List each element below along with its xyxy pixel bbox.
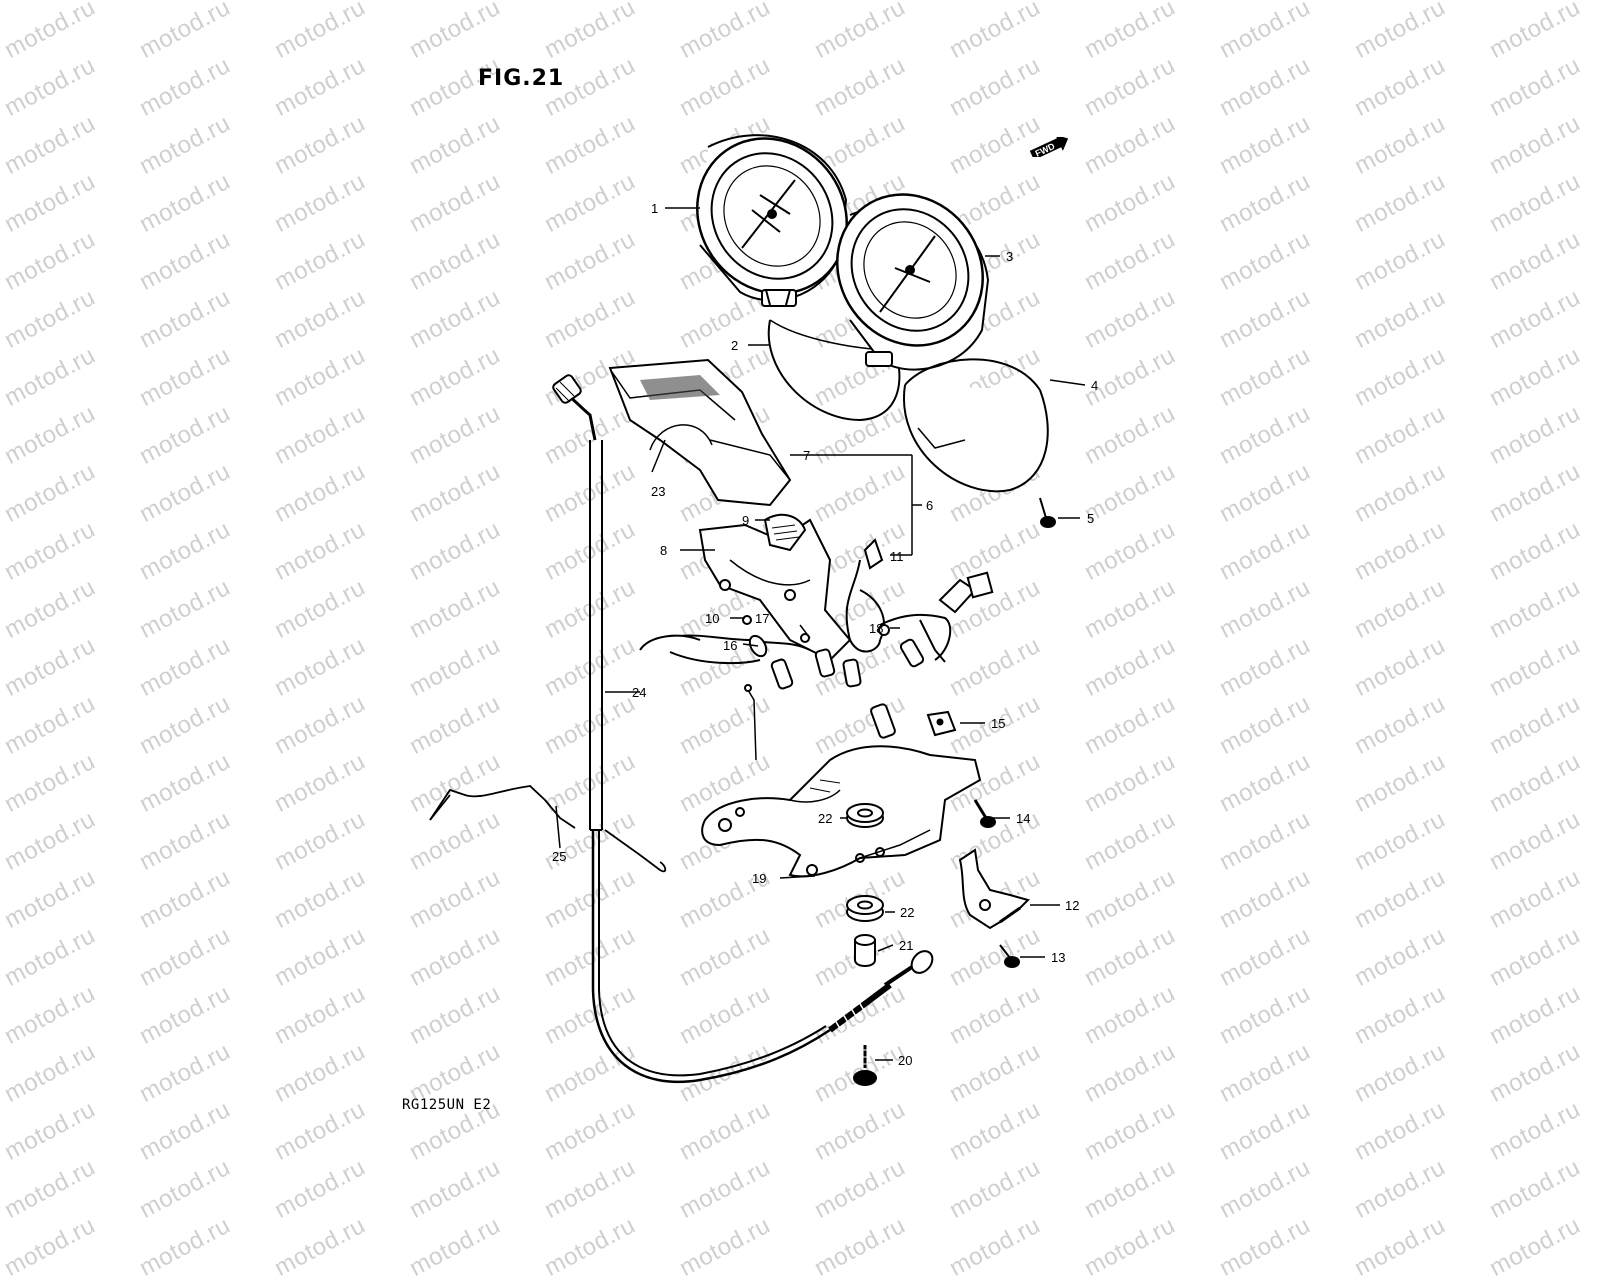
tachometer-case	[902, 358, 1049, 493]
callout-21: 21	[899, 938, 914, 953]
callout-5: 5	[1087, 511, 1095, 526]
watermark-text: motod.ru	[270, 1211, 370, 1282]
callout-24: 24	[632, 685, 647, 700]
meter-cover	[608, 358, 792, 507]
callout-18: 18	[869, 621, 884, 636]
watermark-text: motod.ru	[945, 1211, 1045, 1282]
bracket-12	[958, 848, 1030, 930]
bolt-14	[973, 799, 996, 828]
speedometer	[696, 134, 848, 307]
forward-arrow-icon: FWD	[1029, 137, 1069, 157]
wiring-harness	[639, 538, 994, 761]
callout-13: 13	[1051, 950, 1066, 965]
callout-2: 2	[731, 338, 739, 353]
speedometer-cable	[552, 374, 934, 1084]
watermark-text: motod.ru	[405, 1211, 505, 1282]
callout-10: 10	[705, 611, 720, 626]
watermark-text: motod.ru	[0, 1211, 100, 1282]
callout-17: 17	[755, 611, 770, 626]
meter-bracket	[701, 745, 982, 878]
callout-23: 23	[651, 484, 666, 499]
callout-15: 15	[991, 716, 1006, 731]
callout-11: 11	[890, 549, 904, 564]
grommet-22-lower	[846, 895, 884, 922]
callout-25: 25	[552, 849, 567, 864]
callout-16: 16	[723, 638, 738, 653]
callout-19: 19	[752, 871, 767, 886]
callout-22-upper: 22	[818, 811, 833, 826]
model-code: RG125UN E2	[402, 1097, 492, 1113]
clip-15	[926, 710, 957, 737]
watermark-text: motod.ru	[1080, 1211, 1180, 1282]
callout-6: 6	[926, 498, 934, 513]
watermark-text: motod.ru	[135, 1211, 235, 1282]
watermark-text: motod.ru	[810, 1211, 910, 1282]
watermark-text: motod.ru	[1485, 1211, 1585, 1282]
watermark-text: motod.ru	[1350, 1211, 1450, 1282]
watermark-text: motod.ru	[1215, 1211, 1315, 1282]
leader-lines	[555, 207, 1086, 1061]
callout-20: 20	[898, 1053, 913, 1068]
collar-21	[854, 934, 876, 967]
callout-9: 9	[742, 513, 750, 528]
callout-4: 4	[1091, 378, 1099, 393]
watermark-text: motod.ru	[675, 1211, 775, 1282]
watermark-text: motod.ru	[540, 1211, 640, 1282]
callout-12: 12	[1065, 898, 1080, 913]
cable-clamp-25	[429, 785, 667, 873]
callout-7: 7	[803, 448, 811, 463]
tachometer	[836, 193, 990, 371]
figure-title: FIG.21	[478, 66, 565, 91]
screw-5	[1039, 497, 1056, 528]
bolt-20	[853, 1045, 877, 1086]
grommet-22-upper	[846, 803, 884, 828]
callout-8: 8	[660, 543, 668, 558]
callout-3: 3	[1006, 249, 1014, 264]
callout-22-lower: 22	[900, 905, 915, 920]
bolt-13	[999, 944, 1020, 968]
callout-1: 1	[651, 201, 659, 216]
callout-14: 14	[1016, 811, 1031, 826]
exploded-view-drawing	[429, 134, 1086, 1086]
